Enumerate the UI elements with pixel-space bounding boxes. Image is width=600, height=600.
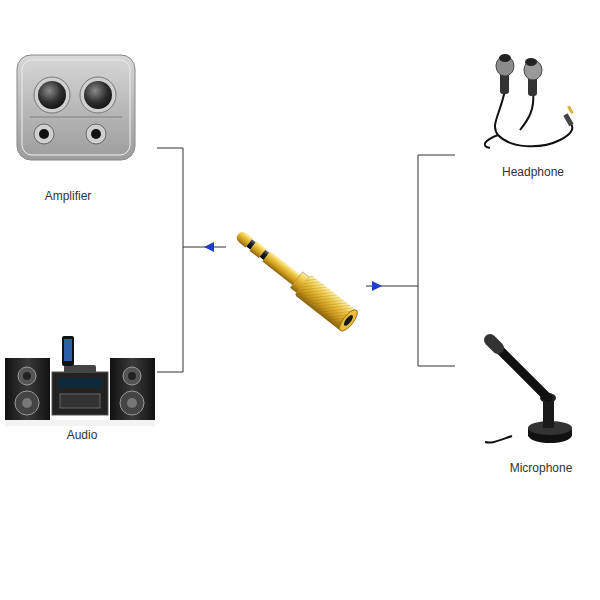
amplifier-picture (17, 55, 135, 160)
device-name: Audio (67, 428, 98, 442)
device-name: Amplifier (45, 189, 92, 203)
device-label: Headphone (498, 163, 568, 181)
left-bracket (157, 148, 226, 372)
device-name: Microphone (510, 461, 573, 475)
headphone-picture (485, 54, 574, 148)
arrow-head (372, 281, 382, 291)
device-label: Audio (63, 426, 102, 444)
device-label: Microphone (506, 459, 577, 477)
microphone-picture (485, 340, 572, 443)
jack-adapter-picture (230, 224, 360, 334)
device-name: Headphone (502, 165, 564, 179)
audio-system-picture (5, 336, 155, 426)
right-bracket (366, 155, 455, 366)
device-label: Amplifier (41, 187, 96, 205)
arrow-head (204, 242, 214, 252)
